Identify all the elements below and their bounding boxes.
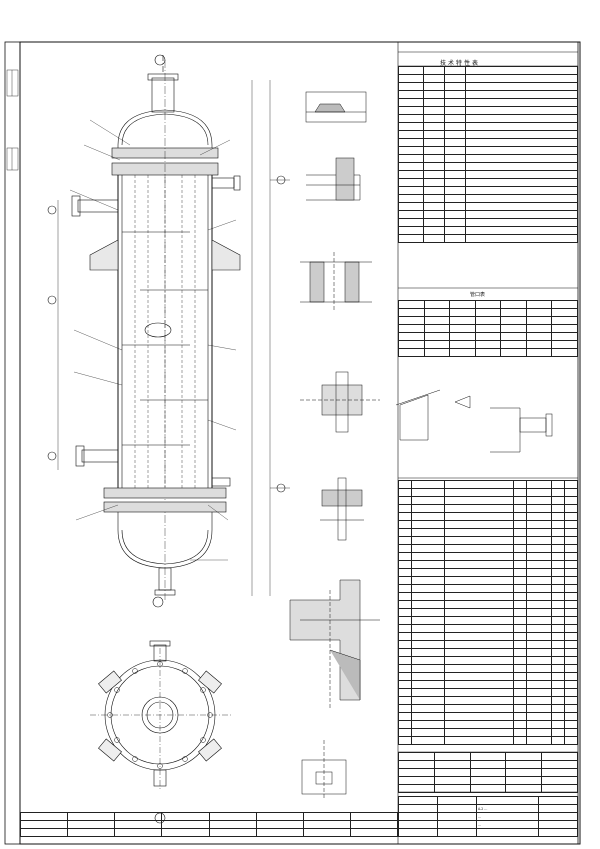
table-row (398, 752, 578, 761)
table-row (398, 210, 578, 219)
title-line-3: … (476, 820, 539, 829)
table-row (398, 202, 578, 211)
table-row (398, 340, 578, 349)
table-row (398, 130, 578, 139)
table-row (398, 640, 578, 649)
table-row (398, 520, 578, 529)
table-row (398, 664, 578, 673)
table-row (398, 632, 578, 641)
title-block: A-2 … … … (398, 796, 578, 837)
table-row (398, 316, 578, 325)
table-row (398, 324, 578, 333)
table-row (398, 170, 578, 179)
table-row (398, 194, 578, 203)
table-row (398, 544, 578, 553)
table-row (398, 308, 578, 317)
table-row (398, 348, 578, 357)
table-row (398, 796, 578, 805)
table-row (398, 776, 578, 785)
table-row (398, 138, 578, 147)
table-row (398, 332, 578, 341)
table-row: … (398, 820, 578, 829)
table-row (398, 768, 578, 777)
table-row (398, 82, 578, 91)
left-margin-labels (6, 69, 19, 171)
table-row (398, 218, 578, 227)
table-row (398, 576, 578, 585)
table-row (398, 488, 578, 497)
table-row (398, 704, 578, 713)
table-row (398, 680, 578, 689)
nozzle-table-title: 管口表 (470, 292, 486, 298)
table-row (398, 584, 578, 593)
spec-table (398, 66, 578, 243)
table-row (398, 656, 578, 665)
nozzle-table (398, 300, 578, 357)
table-row (398, 828, 578, 837)
vessel-elevation (47, 54, 290, 608)
table-row (398, 146, 578, 155)
table-row (398, 106, 578, 115)
table-row (398, 696, 578, 705)
table-row (398, 592, 578, 601)
table-row (398, 560, 578, 569)
title-line-1: A-2 … (476, 804, 539, 813)
table-row (19, 828, 399, 837)
table-row (398, 552, 578, 561)
table-row (398, 74, 578, 83)
table-row (398, 300, 578, 309)
table-row (398, 162, 578, 171)
table-row (398, 114, 578, 123)
table-row (398, 186, 578, 195)
table-row (398, 624, 578, 633)
table-row (398, 512, 578, 521)
table-row (398, 672, 578, 681)
table-row (398, 226, 578, 235)
table-row (398, 480, 578, 489)
table-row (398, 98, 578, 107)
table-row (398, 536, 578, 545)
table-row (398, 600, 578, 609)
table-row (398, 616, 578, 625)
table-row (398, 688, 578, 697)
table-row (398, 736, 578, 745)
table-row (398, 712, 578, 721)
table-row (398, 178, 578, 187)
parts-list-table (398, 480, 578, 745)
table-row (398, 504, 578, 513)
table-row (398, 720, 578, 729)
table-row (398, 122, 578, 131)
table-row (398, 728, 578, 737)
title-line-2: … (476, 812, 539, 821)
technical-notes (402, 238, 574, 286)
vessel-plan-view (90, 640, 232, 824)
approval-block (19, 812, 399, 837)
detail-drawings (289, 91, 553, 800)
table-row (398, 154, 578, 163)
table-row (19, 812, 399, 821)
table-row (398, 496, 578, 505)
spec-table-title: 技术特性表 (440, 60, 481, 67)
table-row (398, 528, 578, 537)
table-row (398, 66, 578, 75)
table-row: A-2 … (398, 804, 578, 813)
table-row (398, 784, 578, 793)
table-row (398, 648, 578, 657)
table-row (398, 234, 578, 243)
table-row (398, 760, 578, 769)
table-row (398, 608, 578, 617)
table-row (398, 90, 578, 99)
table-row (398, 568, 578, 577)
table-row: … (398, 812, 578, 821)
revision-block (398, 752, 578, 793)
table-row (19, 820, 399, 829)
